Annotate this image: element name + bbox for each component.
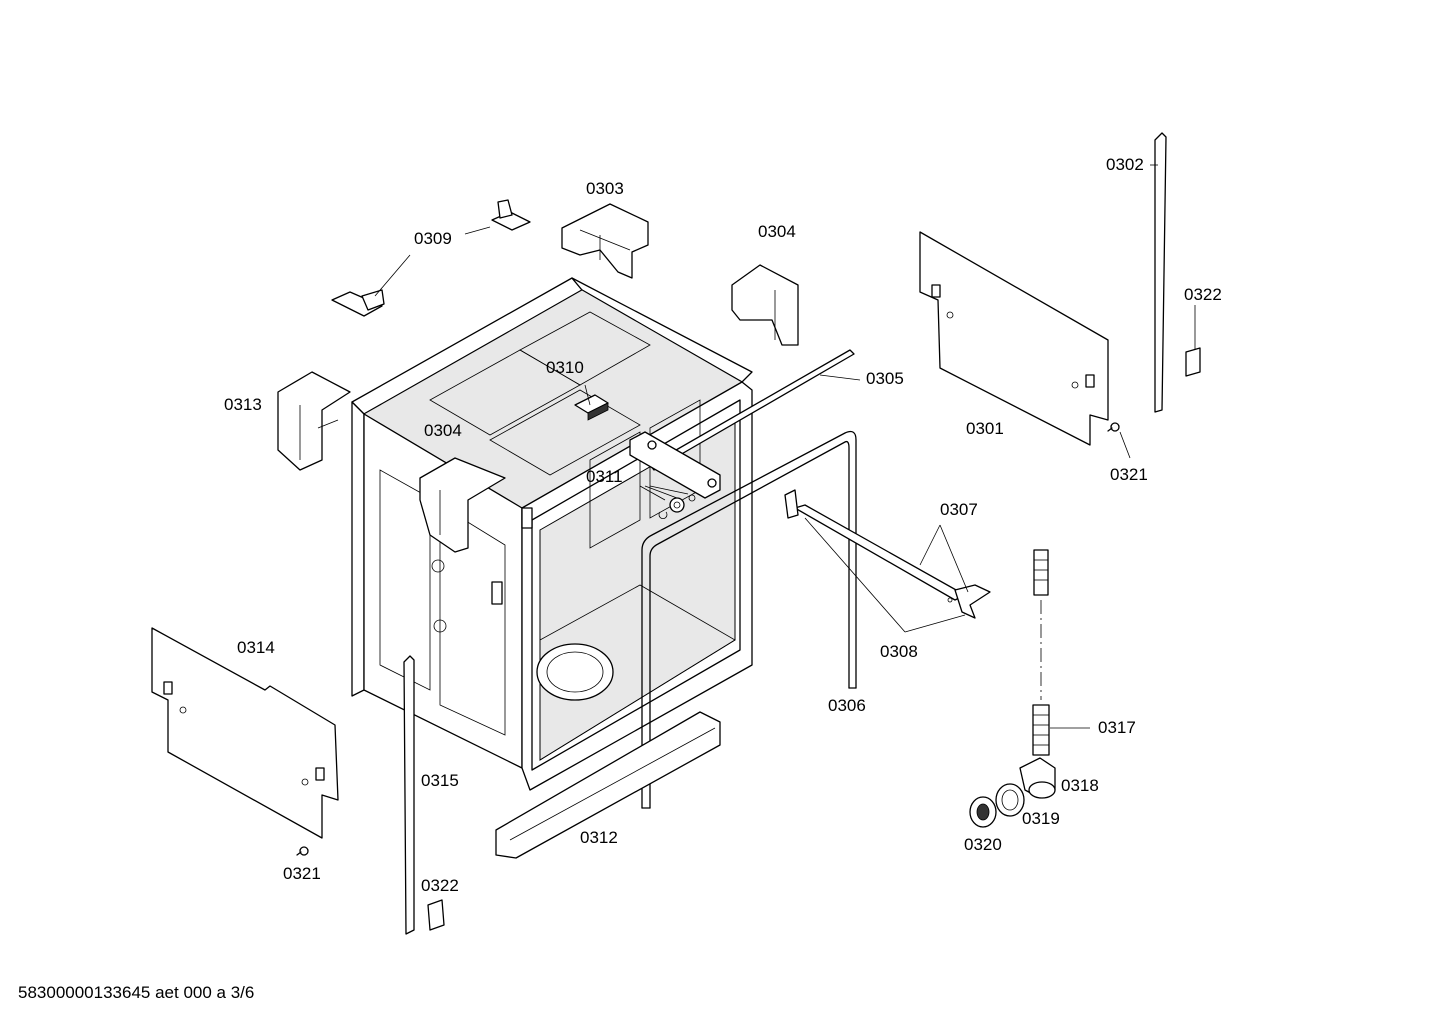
clip-lower	[427, 899, 445, 931]
label-0304-upper: 0304	[758, 222, 796, 241]
screw-upper-right	[1107, 422, 1120, 432]
bracket-left	[277, 371, 351, 471]
filter-cap	[969, 796, 997, 828]
hinge-bar	[784, 489, 991, 619]
label-0318: 0318	[1061, 776, 1099, 795]
label-0321-lower: 0321	[283, 864, 321, 883]
label-0306: 0306	[828, 696, 866, 715]
hose-elbow	[1019, 757, 1056, 799]
document-id: 58300000133645 aet 000 a 3/6	[18, 983, 255, 1002]
label-0321-upper: 0321	[1110, 465, 1148, 484]
mounting-plate-lower	[331, 289, 385, 317]
trim-strip-left	[403, 655, 415, 935]
label-0312: 0312	[580, 828, 618, 847]
label-0317: 0317	[1098, 718, 1136, 737]
door-seal	[641, 430, 857, 809]
side-panel-left	[151, 627, 339, 839]
mounting-plate-upper	[491, 199, 531, 231]
label-0322-upper: 0322	[1184, 285, 1222, 304]
label-0301: 0301	[966, 419, 1004, 438]
label-0304-lower: 0304	[424, 421, 462, 440]
bottom-rail	[495, 711, 721, 859]
clip-upper-right	[1185, 347, 1201, 377]
label-0315: 0315	[421, 771, 459, 790]
label-0308: 0308	[880, 642, 918, 661]
screw-lower-left	[296, 846, 309, 856]
side-panel-right	[919, 231, 1109, 446]
label-0309: 0309	[414, 229, 452, 248]
label-0311: 0311	[586, 467, 623, 486]
label-0313: 0313	[224, 395, 262, 414]
bracket-center	[419, 457, 506, 553]
cross-bar	[629, 431, 721, 520]
label-0305: 0305	[866, 369, 904, 388]
bracket-right-upper	[731, 264, 799, 346]
top-latch-part	[574, 394, 609, 421]
label-0322-lower: 0322	[421, 876, 459, 895]
label-0302: 0302	[1106, 155, 1144, 174]
label-0303: 0303	[586, 179, 624, 198]
label-0310: 0310	[546, 358, 584, 377]
label-0319: 0319	[1022, 809, 1060, 828]
trim-strip-right	[1154, 132, 1167, 413]
label-0320: 0320	[964, 835, 1002, 854]
label-0314: 0314	[237, 638, 275, 657]
seal-ring	[995, 783, 1025, 817]
label-0307: 0307	[940, 500, 978, 519]
bracket-top	[561, 203, 649, 279]
drain-hose	[1032, 549, 1050, 756]
leader-lines	[374, 164, 1196, 729]
